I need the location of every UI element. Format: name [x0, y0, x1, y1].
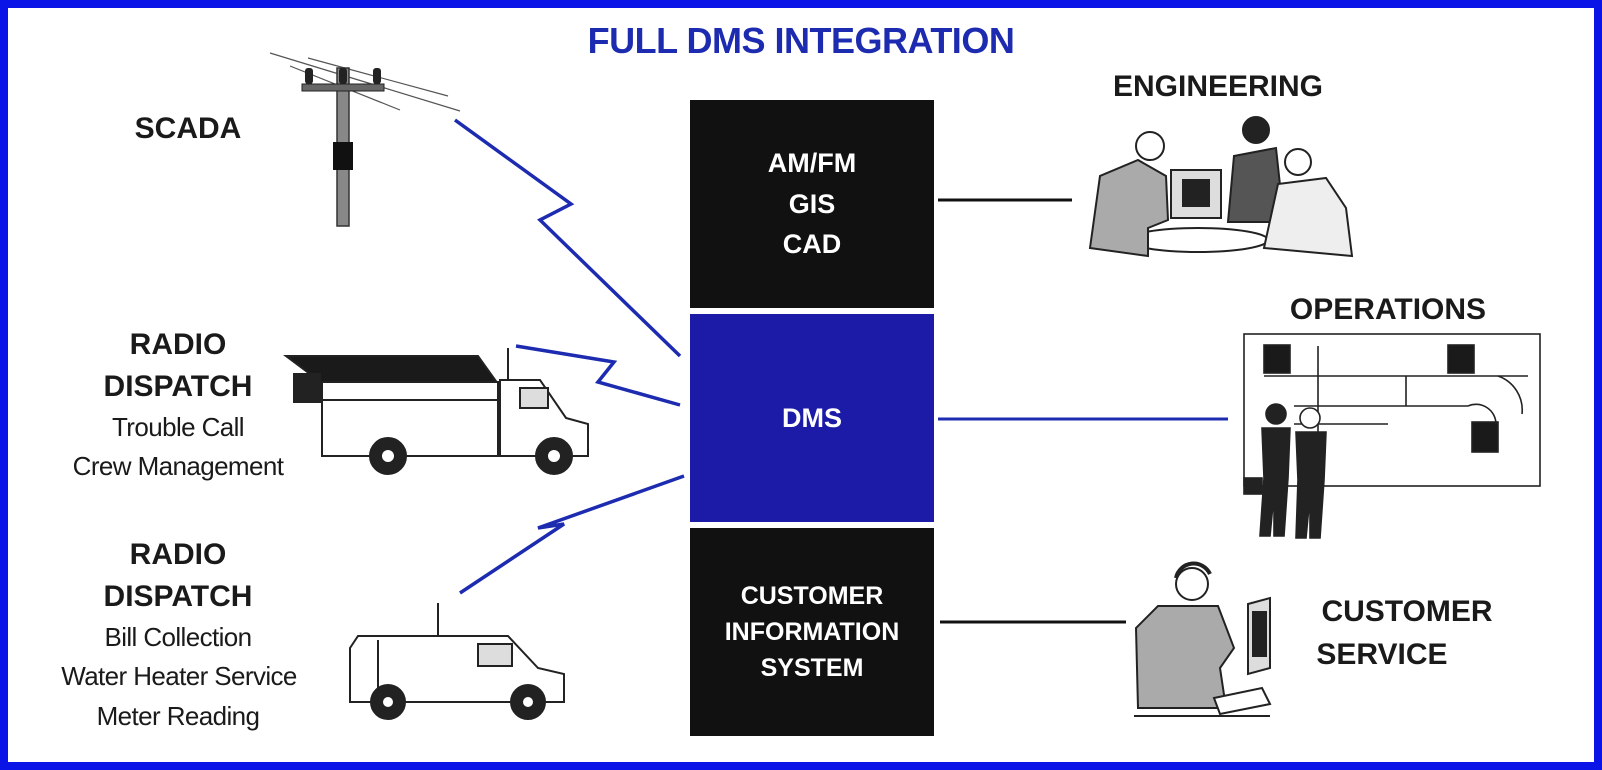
- van-item-water-heater-service: Water Heater Service: [61, 661, 297, 691]
- customer-service-label-2: SERVICE: [1316, 638, 1448, 671]
- dms-label: DMS: [782, 402, 842, 433]
- truck-item-trouble-call: Trouble Call: [111, 412, 245, 442]
- scada-label: SCADA: [134, 112, 242, 145]
- operations-label: OPERATIONS: [1289, 293, 1487, 326]
- diagram-title: FULL DMS INTEGRATION: [587, 20, 1015, 61]
- customer-service-agent-icon: [1134, 561, 1272, 717]
- van-item-bill-collection: Bill Collection: [104, 622, 252, 652]
- van-dispatch-heading-2: DISPATCH: [103, 580, 253, 613]
- van-dispatch-heading-1: RADIO: [129, 538, 227, 571]
- dms-box: DMS: [690, 314, 934, 522]
- cis-line-2: INFORMATION: [724, 617, 900, 646]
- customer-service-label-1: CUSTOMER: [1321, 595, 1493, 628]
- customer-information-system-box: CUSTOMER INFORMATION SYSTEM: [690, 528, 934, 736]
- service-truck-icon: [283, 348, 589, 475]
- cad-label: CAD: [782, 229, 842, 260]
- amfm-gis-cad-box: AM/FM GIS CAD: [690, 100, 934, 308]
- cis-line-3: SYSTEM: [760, 654, 864, 683]
- cis-line-1: CUSTOMER: [740, 581, 884, 610]
- van-item-meter-reading: Meter Reading: [96, 701, 260, 731]
- gis-label: GIS: [788, 188, 836, 219]
- engineering-label: ENGINEERING: [1112, 70, 1324, 103]
- truck-dispatch-heading-2: DISPATCH: [103, 370, 253, 403]
- diagram-canvas: FULL DMS INTEGRATION: [8, 8, 1594, 762]
- diagram-graphics: [269, 52, 1541, 720]
- radio-link-truck: [515, 344, 681, 407]
- utility-pole-icon: [269, 52, 461, 227]
- truck-item-crew-management: Crew Management: [72, 451, 284, 481]
- amfm-label: AM/FM: [767, 148, 857, 179]
- radio-link-van: [459, 474, 685, 595]
- engineers-group-icon: [1088, 116, 1354, 258]
- radio-link-scada: [453, 118, 682, 358]
- service-van-icon: [349, 603, 565, 720]
- truck-dispatch-heading-1: RADIO: [129, 328, 227, 361]
- operations-board-icon: [1243, 333, 1541, 539]
